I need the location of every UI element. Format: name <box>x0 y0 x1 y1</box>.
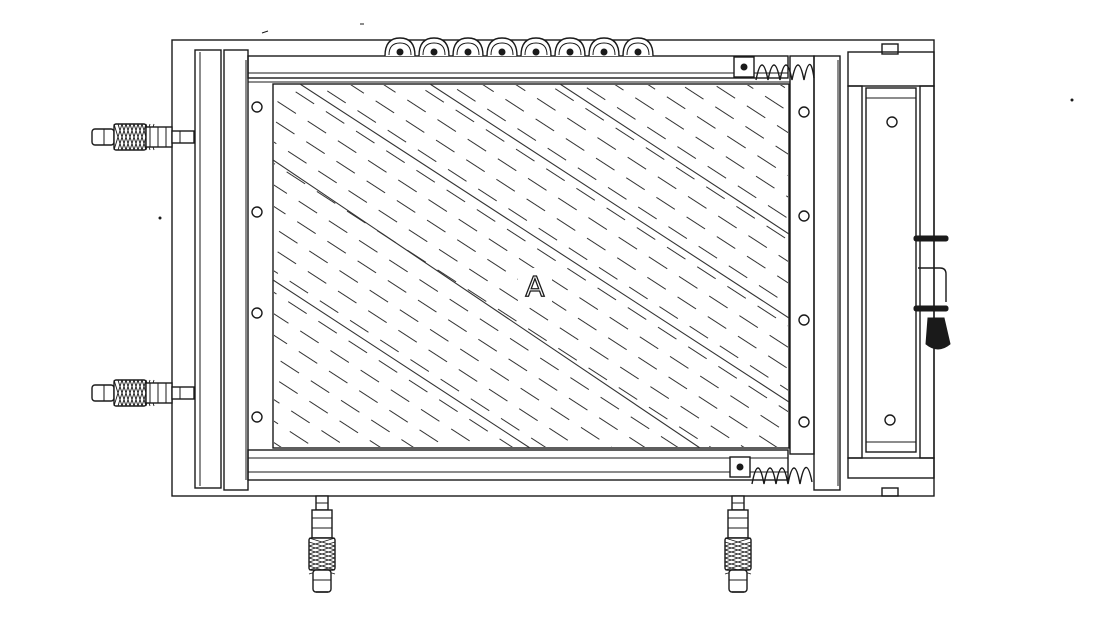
chain-link <box>520 37 552 57</box>
top-rail <box>247 55 790 83</box>
stray-dot <box>158 216 162 220</box>
mount-hole <box>798 106 810 118</box>
mount-hole <box>251 206 263 218</box>
roller-chain <box>384 37 654 57</box>
plate-label: A <box>525 270 544 303</box>
mount-hole <box>798 416 810 428</box>
stray-dot <box>1070 98 1074 102</box>
bottom-micrometer-right <box>724 495 752 593</box>
chain-link <box>384 37 416 57</box>
mount-hole <box>251 307 263 319</box>
lever-handle <box>913 235 951 350</box>
mount-hole <box>798 314 810 326</box>
base-plate-right-tab-bottom <box>881 487 899 497</box>
chain-link <box>622 37 654 57</box>
chain-link <box>588 37 620 57</box>
mount-hole <box>884 414 896 426</box>
mount-hole <box>886 116 898 128</box>
left-micrometer-lower <box>91 379 195 407</box>
left-micrometer-upper <box>91 123 195 151</box>
left-outer-rail <box>194 49 222 489</box>
bottom-rail <box>247 449 789 481</box>
bottom-micrometer-left <box>308 495 336 593</box>
mount-hole <box>798 210 810 222</box>
chain-link <box>486 37 518 57</box>
top-spring <box>733 56 815 81</box>
mount-hole <box>251 101 263 113</box>
mount-hole <box>251 411 263 423</box>
right-bracket <box>847 51 935 479</box>
chain-link <box>554 37 586 57</box>
right-clamp-bar <box>789 55 841 491</box>
base-plate-right-tab <box>881 43 899 55</box>
left-clamp-bar <box>223 49 263 491</box>
stray-mark <box>261 30 269 34</box>
bottom-spring <box>729 456 813 485</box>
chain-link <box>452 37 484 57</box>
sample-plate: A <box>272 83 790 449</box>
chain-link <box>418 37 450 57</box>
